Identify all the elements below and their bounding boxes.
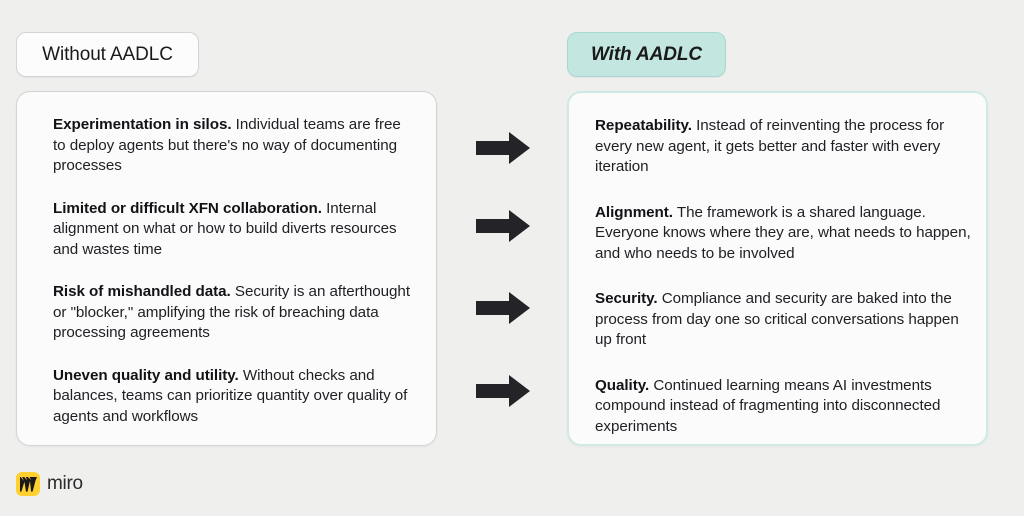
card-without-aadlc[interactable]: Experimentation in silos. Individual tea… (16, 91, 437, 446)
miro-logo: miro (16, 472, 83, 496)
list-item-lead: Uneven quality and utility. (53, 366, 239, 384)
list-item: Limited or difficult XFN collaboration. … (53, 199, 410, 261)
badge-label-right: With AADLC (590, 43, 703, 65)
list-item-body: Individual teams are free to deploy agen… (53, 116, 401, 174)
list-item-body: Compliance and security are baked into t… (595, 290, 959, 348)
list-without-aadlc: Experimentation in silos. Individual tea… (53, 115, 410, 427)
list-item: Security. Compliance and security are ba… (595, 289, 972, 351)
card-with-aadlc[interactable]: Repeatability. Instead of reinventing th… (567, 91, 988, 446)
right-arrow-icon (476, 132, 530, 164)
list-item-body: Instead of reinventing the process for e… (595, 117, 945, 175)
list-item-body: Continued learning means AI investments … (595, 376, 941, 435)
list-item: Uneven quality and utility. Without chec… (53, 366, 410, 428)
list-item-body: Internal alignment on what or how to bui… (53, 199, 397, 258)
list-item-lead: Repeatability. (595, 117, 692, 134)
list-with-aadlc: Repeatability. Instead of reinventing th… (595, 116, 972, 437)
right-arrow-icon (476, 292, 530, 324)
list-item-body: The framework is a shared language. Ever… (595, 203, 971, 262)
list-item: Experimentation in silos. Individual tea… (53, 115, 410, 177)
list-item-body: Without checks and balances, teams can p… (53, 366, 408, 425)
list-item-body: Security is an afterthought or "blocker,… (53, 283, 410, 341)
list-item: Alignment. The framework is a shared lan… (595, 203, 972, 265)
list-item: Repeatability. Instead of reinventing th… (595, 116, 972, 178)
list-item-lead: Limited or difficult XFN collaboration. (53, 199, 322, 217)
badge-label-left: Without AADLC (42, 43, 173, 65)
list-item-lead: Security. (595, 290, 658, 307)
list-item-lead: Experimentation in silos. (53, 116, 232, 133)
right-arrow-icon (476, 375, 530, 407)
list-item-lead: Quality. (595, 376, 650, 394)
list-item: Quality. Continued learning means AI inv… (595, 376, 972, 438)
list-item-lead: Risk of mishandled data. (53, 283, 231, 300)
right-arrow-icon (476, 210, 530, 242)
column-header-badge-with-aadlc[interactable]: With AADLC (567, 32, 726, 77)
miro-wordmark: miro (47, 473, 83, 494)
miro-logo-mark-icon (16, 472, 40, 496)
column-header-badge-without-aadlc[interactable]: Without AADLC (16, 32, 199, 77)
list-item: Risk of mishandled data. Security is an … (53, 282, 410, 344)
list-item-lead: Alignment. (595, 203, 673, 221)
